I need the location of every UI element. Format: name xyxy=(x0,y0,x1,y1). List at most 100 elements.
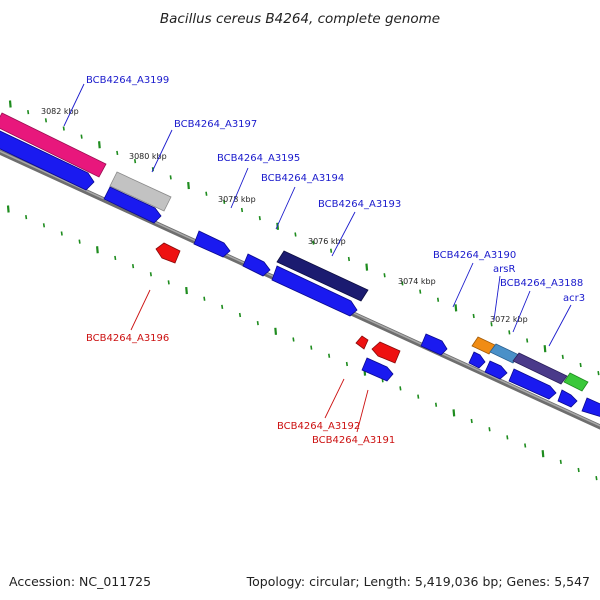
gene-forward-10[interactable] xyxy=(557,389,578,408)
gene-reverse-small[interactable] xyxy=(355,335,369,350)
label-leaders xyxy=(63,83,572,433)
tick-inner-22 xyxy=(399,386,402,391)
tick-inner-17 xyxy=(310,345,313,350)
gene-feature-a3197[interactable] xyxy=(109,171,172,212)
tick-outer-12 xyxy=(223,199,226,204)
gene-forward-3[interactable] xyxy=(193,230,231,258)
gene-forward-6[interactable] xyxy=(420,333,448,356)
label-a3197[interactable]: BCB4264_A3197 xyxy=(174,119,257,130)
tick-outer-27 xyxy=(490,322,493,327)
gene-forward-5[interactable] xyxy=(271,265,358,317)
label-a3193[interactable]: BCB4264_A3193 xyxy=(318,199,401,210)
tick-outer-0 xyxy=(8,100,12,108)
gene-reverse-blue[interactable] xyxy=(361,357,394,382)
tick-inner-9 xyxy=(167,280,170,285)
gene-feature-arsR[interactable] xyxy=(489,343,520,364)
tick-inner-24 xyxy=(434,402,438,407)
gene-forward-4[interactable] xyxy=(242,253,271,277)
scale-label-3080: 3080 kbp xyxy=(129,152,167,161)
tick-inner-18 xyxy=(328,353,331,358)
tick-outer-28 xyxy=(508,330,511,335)
tick-inner-7 xyxy=(131,263,135,269)
gene-forward-11[interactable] xyxy=(581,397,600,418)
tick-inner-8 xyxy=(149,272,152,277)
label-a3194[interactable]: BCB4264_A3194 xyxy=(261,173,344,184)
tick-outer-31 xyxy=(561,354,564,359)
gene-forward-8[interactable] xyxy=(484,360,508,380)
tick-outer-3 xyxy=(62,126,65,131)
scale-label-3082: 3082 kbp xyxy=(41,107,79,116)
tick-outer-32 xyxy=(579,362,582,368)
tick-outer-10 xyxy=(187,181,190,190)
tick-outer-22 xyxy=(401,281,404,286)
gene-feature-a3193[interactable] xyxy=(276,250,369,302)
tick-outer-18 xyxy=(330,248,333,253)
label-arsR[interactable]: arsR xyxy=(493,264,515,275)
tick-outer-7 xyxy=(133,158,137,164)
gene-forward-7[interactable] xyxy=(468,351,486,369)
leader-arsR xyxy=(493,275,501,321)
tick-outer-19 xyxy=(347,256,351,262)
tick-inner-14 xyxy=(256,321,259,326)
tick-inner-2 xyxy=(42,223,46,228)
leader-a3188 xyxy=(512,290,531,333)
gene-forward-2[interactable] xyxy=(103,186,162,224)
label-a3195[interactable]: BCB4264_A3195 xyxy=(217,153,300,164)
tick-track-outer xyxy=(8,100,600,376)
tick-inner-16 xyxy=(292,337,295,342)
tick-outer-1 xyxy=(27,110,30,115)
tick-inner-6 xyxy=(114,255,117,261)
label-a3196[interactable]: BCB4264_A3196 xyxy=(86,333,169,344)
leader-a3193 xyxy=(331,211,356,257)
leader-a3197 xyxy=(151,129,173,173)
tick-outer-16 xyxy=(294,232,297,237)
label-acr3[interactable]: acr3 xyxy=(563,293,585,304)
leader-a3192 xyxy=(324,378,345,419)
leader-a3194 xyxy=(275,186,296,230)
gene-feature-acr3[interactable] xyxy=(563,372,589,392)
gene-reverse-a3191[interactable] xyxy=(371,341,401,364)
leader-a3199 xyxy=(63,83,85,127)
tick-outer-24 xyxy=(436,297,440,302)
tick-outer-11 xyxy=(205,191,208,196)
tick-outer-33 xyxy=(597,371,600,376)
scale-label-3074: 3074 kbp xyxy=(398,277,436,286)
gene-feature-arsR-outer[interactable] xyxy=(471,336,496,355)
leader-acr3 xyxy=(548,304,572,347)
gene-feature-a3199[interactable] xyxy=(0,112,107,178)
gene-feature-a3188[interactable] xyxy=(512,352,568,385)
tick-inner-12 xyxy=(221,304,224,309)
topology-text: Topology: circular; Length: 5,419,036 bp… xyxy=(246,574,590,589)
tick-outer-29 xyxy=(526,338,529,343)
accession-text: Accession: NC_011725 xyxy=(9,574,152,589)
tick-inner-3 xyxy=(60,231,63,236)
tick-outer-5 xyxy=(98,141,101,149)
tick-inner-33 xyxy=(595,476,598,481)
tick-outer-6 xyxy=(116,150,119,156)
label-a3192[interactable]: BCB4264_A3192 xyxy=(277,421,360,432)
gene-forward-9[interactable] xyxy=(508,368,557,400)
tick-inner-29 xyxy=(524,443,527,448)
tick-outer-23 xyxy=(419,289,422,294)
tick-outer-20 xyxy=(365,263,369,271)
label-a3190[interactable]: BCB4264_A3190 xyxy=(433,250,516,261)
tick-inner-19 xyxy=(345,361,349,367)
tick-outer-14 xyxy=(258,216,261,221)
label-a3199[interactable]: BCB4264_A3199 xyxy=(86,75,169,86)
tick-inner-25 xyxy=(452,409,456,417)
gene-labels: BCB4264_A3199 BCB4264_A3197 BCB4264_A319… xyxy=(86,75,585,446)
tick-track-inner xyxy=(6,205,598,481)
gene-reverse-a3196[interactable] xyxy=(155,242,181,264)
leader-a3196 xyxy=(130,289,151,331)
scale-label-3076: 3076 kbp xyxy=(308,237,346,246)
gene-forward-1[interactable] xyxy=(0,130,95,191)
tick-outer-4 xyxy=(80,134,83,139)
tick-outer-25 xyxy=(454,304,458,312)
map-title: Bacillus cereus B4264, complete genome xyxy=(160,11,440,27)
label-a3191[interactable]: BCB4264_A3191 xyxy=(312,435,395,446)
leader-a3191 xyxy=(356,389,369,433)
tick-outer-30 xyxy=(543,345,547,353)
tick-inner-26 xyxy=(470,418,473,424)
label-a3188[interactable]: BCB4264_A3188 xyxy=(500,278,583,289)
